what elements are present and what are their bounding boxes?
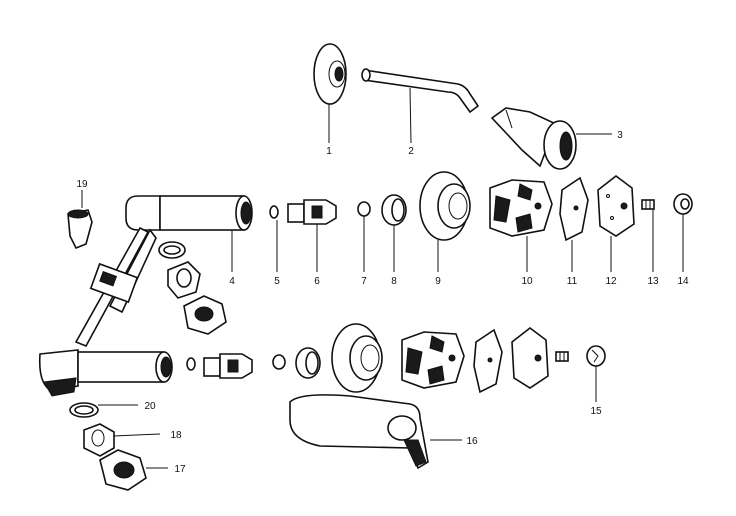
part-18-nut <box>83 423 161 457</box>
part-15-cap <box>586 345 606 402</box>
part-7-washer <box>357 201 371 272</box>
middle-fitting <box>89 262 139 304</box>
part-1-flange <box>313 43 347 143</box>
callout-19: 19 <box>76 179 88 190</box>
lower-washer <box>186 357 196 371</box>
lower-disc <box>473 328 503 394</box>
part-3-shower-head <box>490 107 612 170</box>
side-washer-upper <box>158 241 186 259</box>
lower-washer-2 <box>272 354 286 370</box>
part-17-nut <box>99 449 168 491</box>
callout-7: 7 <box>361 276 367 287</box>
part-12-cover <box>597 174 635 272</box>
callout-20: 20 <box>144 401 156 412</box>
part-9-escutcheon <box>419 171 471 272</box>
lower-bonnet-nut <box>295 347 321 379</box>
callout-8: 8 <box>391 276 397 287</box>
callout-15: 15 <box>590 406 602 417</box>
part-2-shower-arm <box>361 68 480 144</box>
part-8-bonnet-nut <box>381 194 407 272</box>
part-20-o-ring <box>69 402 138 418</box>
lower-cover <box>511 326 549 389</box>
part-6-stem <box>287 199 337 272</box>
part-14-cap <box>673 193 693 272</box>
part-5-washer <box>269 205 279 272</box>
lower-handle <box>401 331 465 389</box>
part-11-disc <box>559 176 589 272</box>
callout-14: 14 <box>677 276 689 287</box>
callout-2: 2 <box>408 146 414 157</box>
callout-1: 1 <box>326 146 332 157</box>
side-nut-upper <box>167 261 201 299</box>
lower-valve-body <box>38 349 173 397</box>
part-10-handle <box>489 179 553 272</box>
callout-10: 10 <box>521 276 533 287</box>
callout-13: 13 <box>647 276 659 287</box>
part-16-tub-spout <box>289 394 462 470</box>
callout-4: 4 <box>229 276 235 287</box>
lower-escutcheon <box>331 323 383 393</box>
lower-stem <box>203 353 253 379</box>
lower-screw <box>555 351 569 362</box>
callout-6: 6 <box>314 276 320 287</box>
callout-5: 5 <box>274 276 280 287</box>
part-13-screw <box>641 199 655 272</box>
callout-16: 16 <box>466 436 478 447</box>
part-19-plug <box>67 190 93 250</box>
callout-3: 3 <box>617 130 623 141</box>
callout-11: 11 <box>567 276 578 287</box>
callout-18: 18 <box>170 430 182 441</box>
callout-12: 12 <box>605 276 617 287</box>
side-nut-lower <box>183 295 227 335</box>
callout-17: 17 <box>174 464 186 475</box>
callout-9: 9 <box>435 276 441 287</box>
